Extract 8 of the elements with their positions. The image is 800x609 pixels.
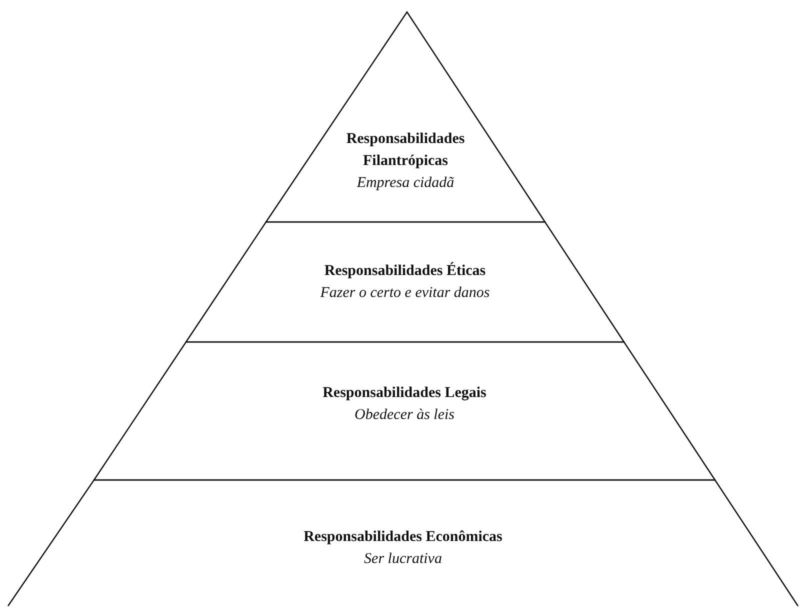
tier-subtitle: Ser lucrativa xyxy=(364,550,442,569)
tier-subtitle: Empresa cidadã xyxy=(356,174,454,193)
tier-heading: Responsabilidades Filantrópicas xyxy=(345,130,466,171)
tier-subtitle: Obedecer às leis xyxy=(354,406,454,425)
tier-heading: Responsabilidades Legais xyxy=(322,384,486,403)
tier-heading: Responsabilidades Éticas xyxy=(324,261,486,281)
tier-heading: Responsabilidades Econômicas xyxy=(304,528,502,547)
tier-subtitle: Fazer o certo e evitar danos xyxy=(320,284,490,303)
